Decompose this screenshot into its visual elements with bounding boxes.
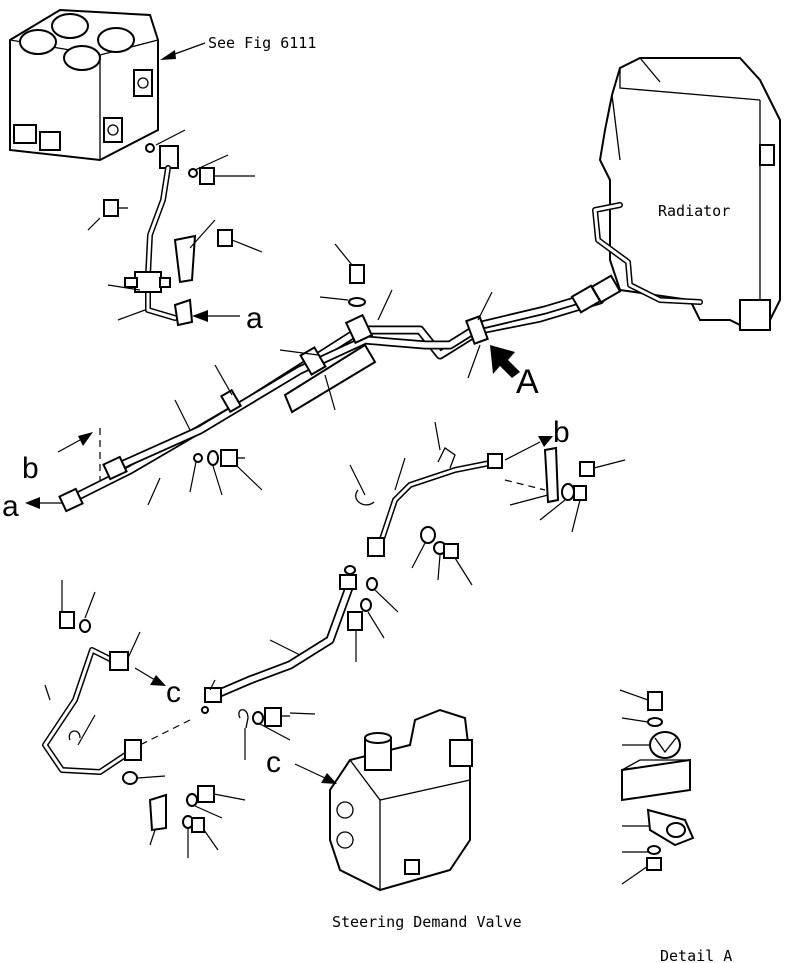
- bolt-3: [189, 219, 263, 253]
- bolt-1: [188, 154, 255, 185]
- marker-a-top-label: a: [246, 302, 263, 335]
- lower-hose-end-fittings: [139, 679, 316, 760]
- bracket-upper: [173, 234, 197, 284]
- marker-b-left-label: b: [22, 452, 39, 485]
- lower-hose: [201, 565, 399, 714]
- steering-valve-label: Steering Demand Valve: [332, 913, 522, 931]
- radiator: [598, 57, 781, 332]
- marker-c-valve: [294, 763, 337, 784]
- marker-b-right-label: b: [553, 416, 570, 449]
- view-arrow-A: [490, 345, 520, 378]
- marker-a-top: [192, 310, 240, 322]
- radiator-label: Radiator: [658, 202, 730, 220]
- detail-a-parts: [619, 689, 695, 885]
- bracket-b: [509, 446, 626, 533]
- see-fig-label: See Fig 6111: [208, 34, 316, 52]
- clamp-a: [107, 284, 194, 327]
- block-fitting: [145, 129, 186, 169]
- lower-bracket: [148, 785, 246, 858]
- detail-a-label: Detail A: [660, 947, 732, 963]
- pump-block: [9, 8, 159, 162]
- bundle-fitting-bottom: [189, 449, 263, 496]
- main-hose-bundle: [58, 274, 622, 513]
- marker-b-left: [57, 428, 101, 480]
- pipe-b: [355, 447, 503, 557]
- tee-fitting: [124, 271, 171, 293]
- steering-valve: [329, 708, 473, 892]
- marker-c-left: [134, 667, 166, 686]
- marker-a-left: [25, 497, 62, 509]
- marker-c-valve-label: c: [266, 746, 281, 779]
- pipe-c: [42, 580, 166, 785]
- view-A-label: A: [516, 363, 539, 401]
- pipe-b-fittings: [349, 421, 473, 586]
- bolt-bundle: [319, 243, 366, 307]
- marker-b-right: [504, 436, 553, 491]
- see-fig-pointer: [160, 42, 206, 60]
- marker-c-left-label: c: [166, 676, 181, 709]
- marker-a-left-label: a: [2, 490, 19, 523]
- bolt-2: [87, 199, 128, 231]
